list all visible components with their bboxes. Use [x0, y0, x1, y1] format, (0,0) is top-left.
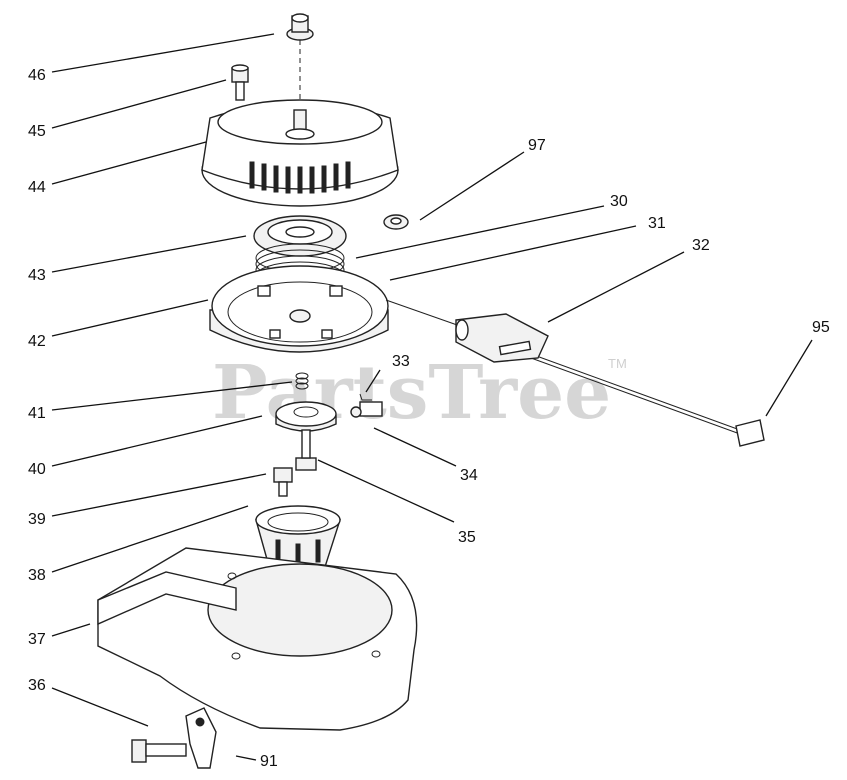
- callout-40: 40: [28, 461, 46, 478]
- part-31-rope: [385, 299, 741, 435]
- callout-45: 45: [28, 123, 46, 140]
- cover-vents: [249, 161, 351, 194]
- callout-44: 44: [28, 179, 46, 196]
- part-91-bracket: [185, 707, 217, 769]
- callout-38: 38: [28, 567, 46, 584]
- callout-33: 33: [392, 353, 410, 370]
- callout-36: 36: [28, 677, 46, 694]
- watermark-tm: TM: [608, 356, 627, 371]
- part-44-cover: [201, 99, 399, 207]
- part-33-spring-clip: [359, 393, 372, 401]
- part-32-handle: [455, 313, 549, 363]
- part-39-bolt: [273, 467, 293, 497]
- callout-46: 46: [28, 67, 46, 84]
- callout-35: 35: [458, 529, 476, 546]
- callout-95: 95: [812, 319, 830, 336]
- part-40-cam: [275, 401, 337, 432]
- callout-91: 91: [260, 753, 278, 770]
- watermark-text: PartsTree: [212, 350, 611, 436]
- callout-39: 39: [28, 511, 46, 528]
- callout-43: 43: [28, 267, 46, 284]
- callout-37: 37: [28, 631, 46, 648]
- callout-97: 97: [528, 137, 546, 154]
- part-38-cup: [255, 505, 341, 578]
- part-42-pulley: [209, 265, 389, 353]
- callout-30: 30: [610, 193, 628, 210]
- callout-34: 34: [460, 467, 478, 484]
- callout-32: 32: [692, 237, 710, 254]
- part-95-rope-clip: [735, 419, 765, 447]
- callout-31: 31: [648, 215, 666, 232]
- part-45-bolt: [231, 64, 249, 101]
- part-36-bolt: [131, 739, 187, 763]
- part-97-washer: [383, 214, 409, 230]
- leader-lines: [51, 33, 813, 761]
- callout-41: 41: [28, 405, 46, 422]
- part-34-pawl: [350, 401, 383, 418]
- callout-42: 42: [28, 333, 46, 350]
- callout-labels: 46 45 44 43 42 41 40 39 38 37 36 91 97 3…: [28, 67, 830, 770]
- part-41-spring: [295, 372, 309, 390]
- watermark: PartsTree TM: [212, 350, 627, 436]
- part-37-blower-housing: [97, 547, 418, 731]
- part-35-screw: [295, 429, 317, 471]
- part-46-nut: [286, 13, 314, 41]
